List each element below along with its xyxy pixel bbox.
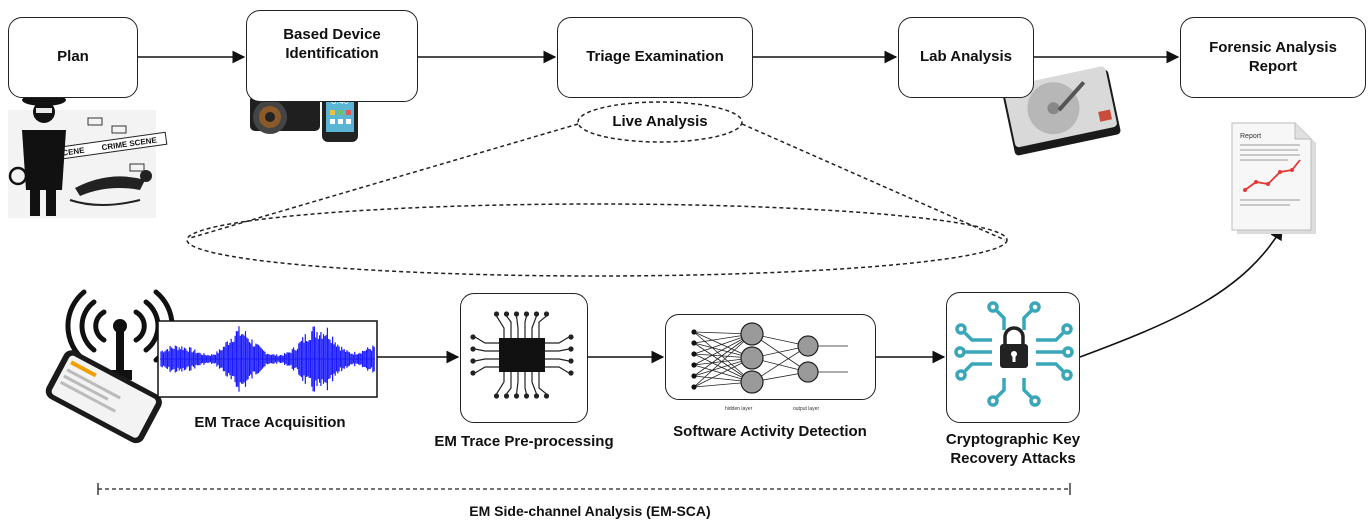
lab-analysis-label: Lab Analysis: [920, 48, 1012, 66]
lock-circuit-icon: [954, 301, 1074, 407]
report-document-illustration: Report: [1231, 122, 1316, 234]
device-identification-label: Based Device Identification: [283, 26, 381, 62]
device-identification-box: Based Device Identification: [246, 10, 418, 102]
em-sca-range-label: EM Side-channel Analysis (EM-SCA): [469, 503, 711, 519]
plan-box: Plan: [8, 17, 138, 98]
em-sca-ellipse: [186, 203, 1008, 277]
crime-scene-illustration: SCENE CRIME SCENE: [8, 88, 168, 218]
em-trace-waveform: [157, 320, 378, 398]
activity-detection-box: [665, 314, 876, 400]
victim-silhouette: [75, 176, 145, 196]
antenna-smartphone-illustration: [45, 289, 175, 444]
funnel-left-line: [189, 123, 579, 239]
magnifier-icon: [8, 166, 28, 186]
output-layer-label: output layer: [793, 406, 819, 412]
forensic-report-box: Forensic Analysis Report: [1180, 17, 1366, 98]
key-recovery-label: Cryptographic Key Recovery Attacks: [945, 431, 1081, 467]
hidden-layer-label: hidden layer: [725, 406, 753, 412]
plan-label: Plan: [57, 48, 89, 66]
live-analysis-ellipse: [577, 101, 743, 143]
lab-analysis-box: Lab Analysis: [898, 17, 1034, 98]
chip-icon: [470, 311, 574, 399]
live-analysis-label: Live Analysis: [612, 113, 708, 130]
arrow-recovery-to-report: [1079, 226, 1283, 358]
funnel-right-line: [741, 123, 1006, 241]
neural-network-icon: hidden layer output layer: [691, 322, 848, 412]
key-recovery-box: [946, 292, 1080, 423]
software-activity-detection-label: Software Activity Detection: [673, 423, 867, 440]
em-trace-preprocessing-label: EM Trace Pre-processing: [434, 433, 614, 450]
triage-examination-box: Triage Examination: [557, 17, 753, 98]
triage-examination-label: Triage Examination: [586, 48, 724, 66]
forensic-report-label: Forensic Analysis Report: [1209, 38, 1337, 75]
em-trace-acquisition-label: EM Trace Acquisition: [194, 414, 346, 431]
preprocessing-box: [460, 293, 588, 423]
report-title-text: Report: [1240, 133, 1261, 140]
padlock-icon: [1000, 326, 1028, 368]
